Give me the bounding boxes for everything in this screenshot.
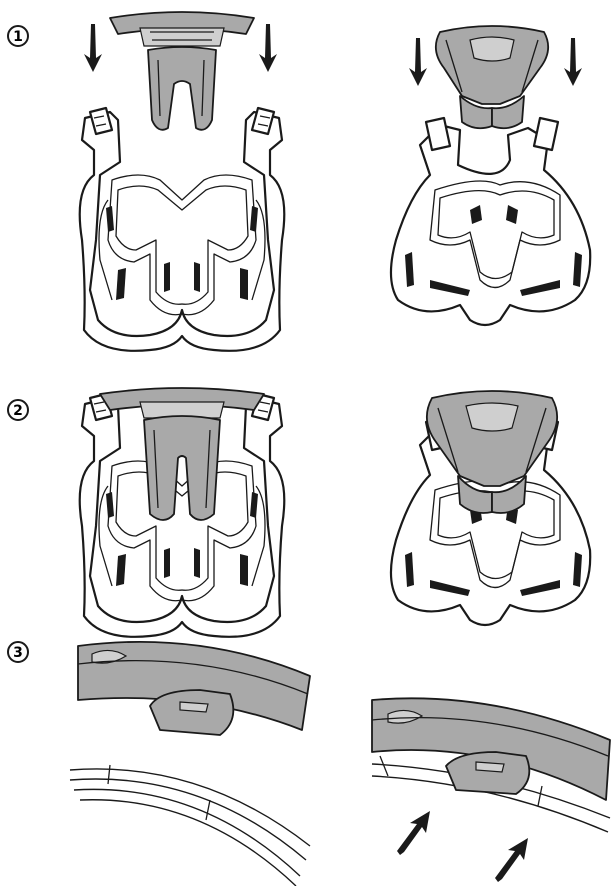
- chest-protector-front: [80, 108, 285, 351]
- down-arrow-right-icon: [259, 24, 277, 72]
- step-1-number: 1: [13, 29, 23, 45]
- step-1: 1: [8, 12, 590, 351]
- clip-before: [150, 690, 233, 735]
- step-3-detail-before: [70, 642, 310, 886]
- step-2: 2: [8, 388, 590, 637]
- step-1-front-view: [80, 12, 285, 351]
- step-2-back-view: [391, 391, 590, 625]
- clip-after: [446, 752, 529, 794]
- up-arrow-left-icon: [397, 811, 430, 855]
- up-arrow-right-icon: [495, 838, 528, 882]
- step-2-front-view: [80, 388, 285, 637]
- down-arrow-left-icon-2: [409, 38, 427, 86]
- chest-protector-back: [391, 118, 590, 325]
- step-3-detail-after: [372, 698, 610, 882]
- neck-brace-mount-front: [110, 12, 254, 130]
- step-2-number: 2: [13, 403, 23, 419]
- step-1-back-view: [391, 26, 590, 325]
- step-3-number: 3: [13, 645, 23, 661]
- neck-brace-mount-back: [436, 26, 548, 128]
- down-arrow-left-icon: [84, 24, 102, 72]
- down-arrow-right-icon-2: [564, 38, 582, 86]
- step-3: 3: [8, 642, 610, 886]
